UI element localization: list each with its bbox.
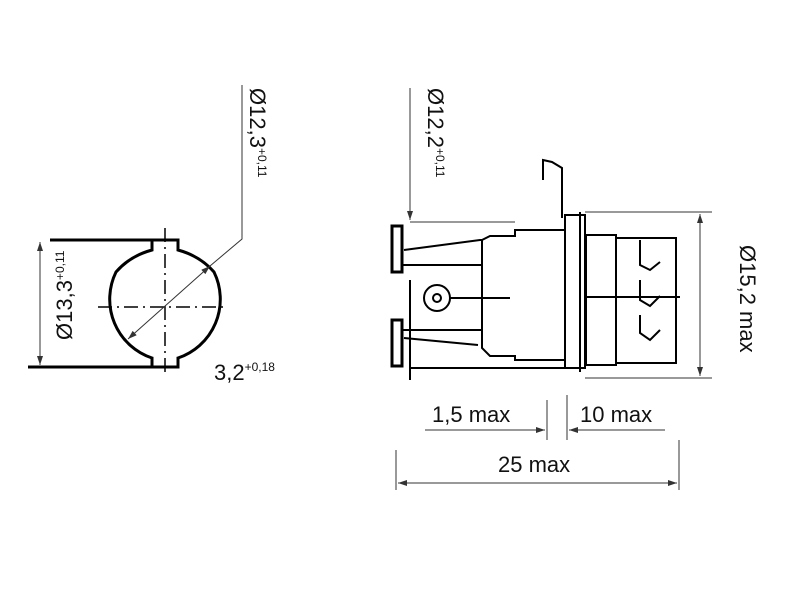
body-line (403, 337, 479, 346)
side-view: Ø12,2+0,11 Ø15,2 max 1,5 max 10 (390, 88, 760, 490)
dim-10-max: 10 max (580, 402, 652, 427)
lamp-icon (423, 284, 451, 312)
leader-line (209, 85, 243, 267)
lamp-filament (432, 293, 442, 303)
dim-25-max: 25 max (498, 452, 570, 477)
nut (585, 234, 617, 366)
dim-15-2-max: Ø15,2 max (735, 245, 760, 353)
hole-outline (108, 238, 222, 369)
dim-13-3: Ø13,3+0,11 (52, 250, 77, 340)
switch-body (481, 229, 566, 361)
flange-bottom (390, 318, 404, 368)
collar (564, 214, 586, 369)
dim-key-width: 3,2+0,18 (214, 360, 275, 385)
dim-1-5-max: 1,5 max (432, 402, 510, 427)
dim-12-2: Ø12,2+0,11 (423, 88, 448, 178)
front-view: Ø13,3+0,11 Ø12,3+0,11 3,2+0,18 (28, 85, 275, 385)
dim-12-3: Ø12,3+0,11 (245, 88, 270, 178)
body-line (403, 239, 482, 251)
solder-lug (542, 158, 563, 218)
terminal-block (615, 237, 677, 364)
terminals (639, 240, 661, 342)
flange-top (390, 224, 404, 274)
dimension-line-12-3 (127, 265, 211, 340)
